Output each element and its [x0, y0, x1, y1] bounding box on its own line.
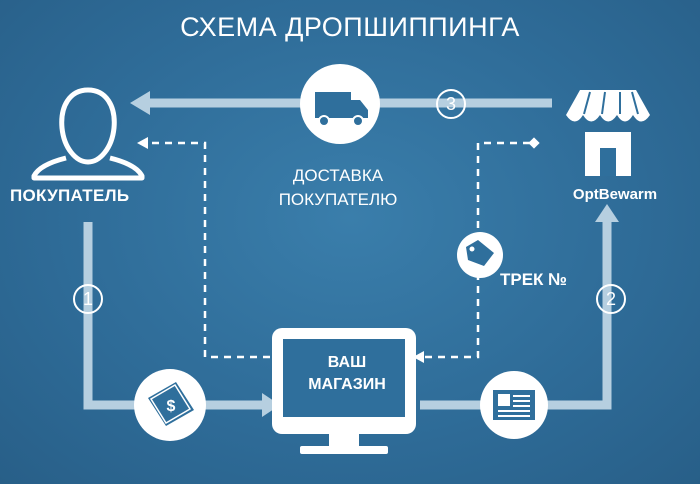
delivery-label: ДОСТАВКА ПОКУПАТЕЛЮ	[278, 166, 398, 209]
flow-arrowheads	[130, 91, 619, 417]
truck-icon	[300, 64, 380, 144]
supplier-label: OptBewarm	[572, 186, 658, 203]
person-icon	[31, 87, 145, 181]
money-icon: $	[134, 369, 206, 441]
arrowhead-to-buyer	[130, 91, 150, 115]
dashed-arrowhead-to-shop	[413, 351, 424, 363]
document-icon	[480, 371, 548, 439]
shop-label: ВАШ МАГАЗИН	[308, 354, 386, 393]
track-number-label: ТРЕК №	[500, 270, 568, 289]
dashed-start-diamond	[528, 137, 540, 149]
buyer-label: ПОКУПАТЕЛЬ	[10, 186, 130, 205]
diagram-title: СХЕМА ДРОПШИППИНГА	[180, 12, 520, 42]
arrowhead-to-supplier	[595, 204, 619, 222]
monitor-icon	[272, 328, 416, 454]
arrowhead-to-shop	[262, 393, 280, 417]
svg-text:$: $	[167, 398, 176, 415]
tag-icon	[457, 232, 503, 278]
step-badge-3: 3	[436, 89, 466, 119]
step-badge-2: 2	[596, 284, 626, 314]
step-badge-1: 1	[73, 284, 103, 314]
dashed-arrowhead-to-buyer	[137, 137, 148, 149]
dashed-line-shop-to-buyer	[148, 141, 270, 359]
store-icon	[566, 90, 650, 176]
